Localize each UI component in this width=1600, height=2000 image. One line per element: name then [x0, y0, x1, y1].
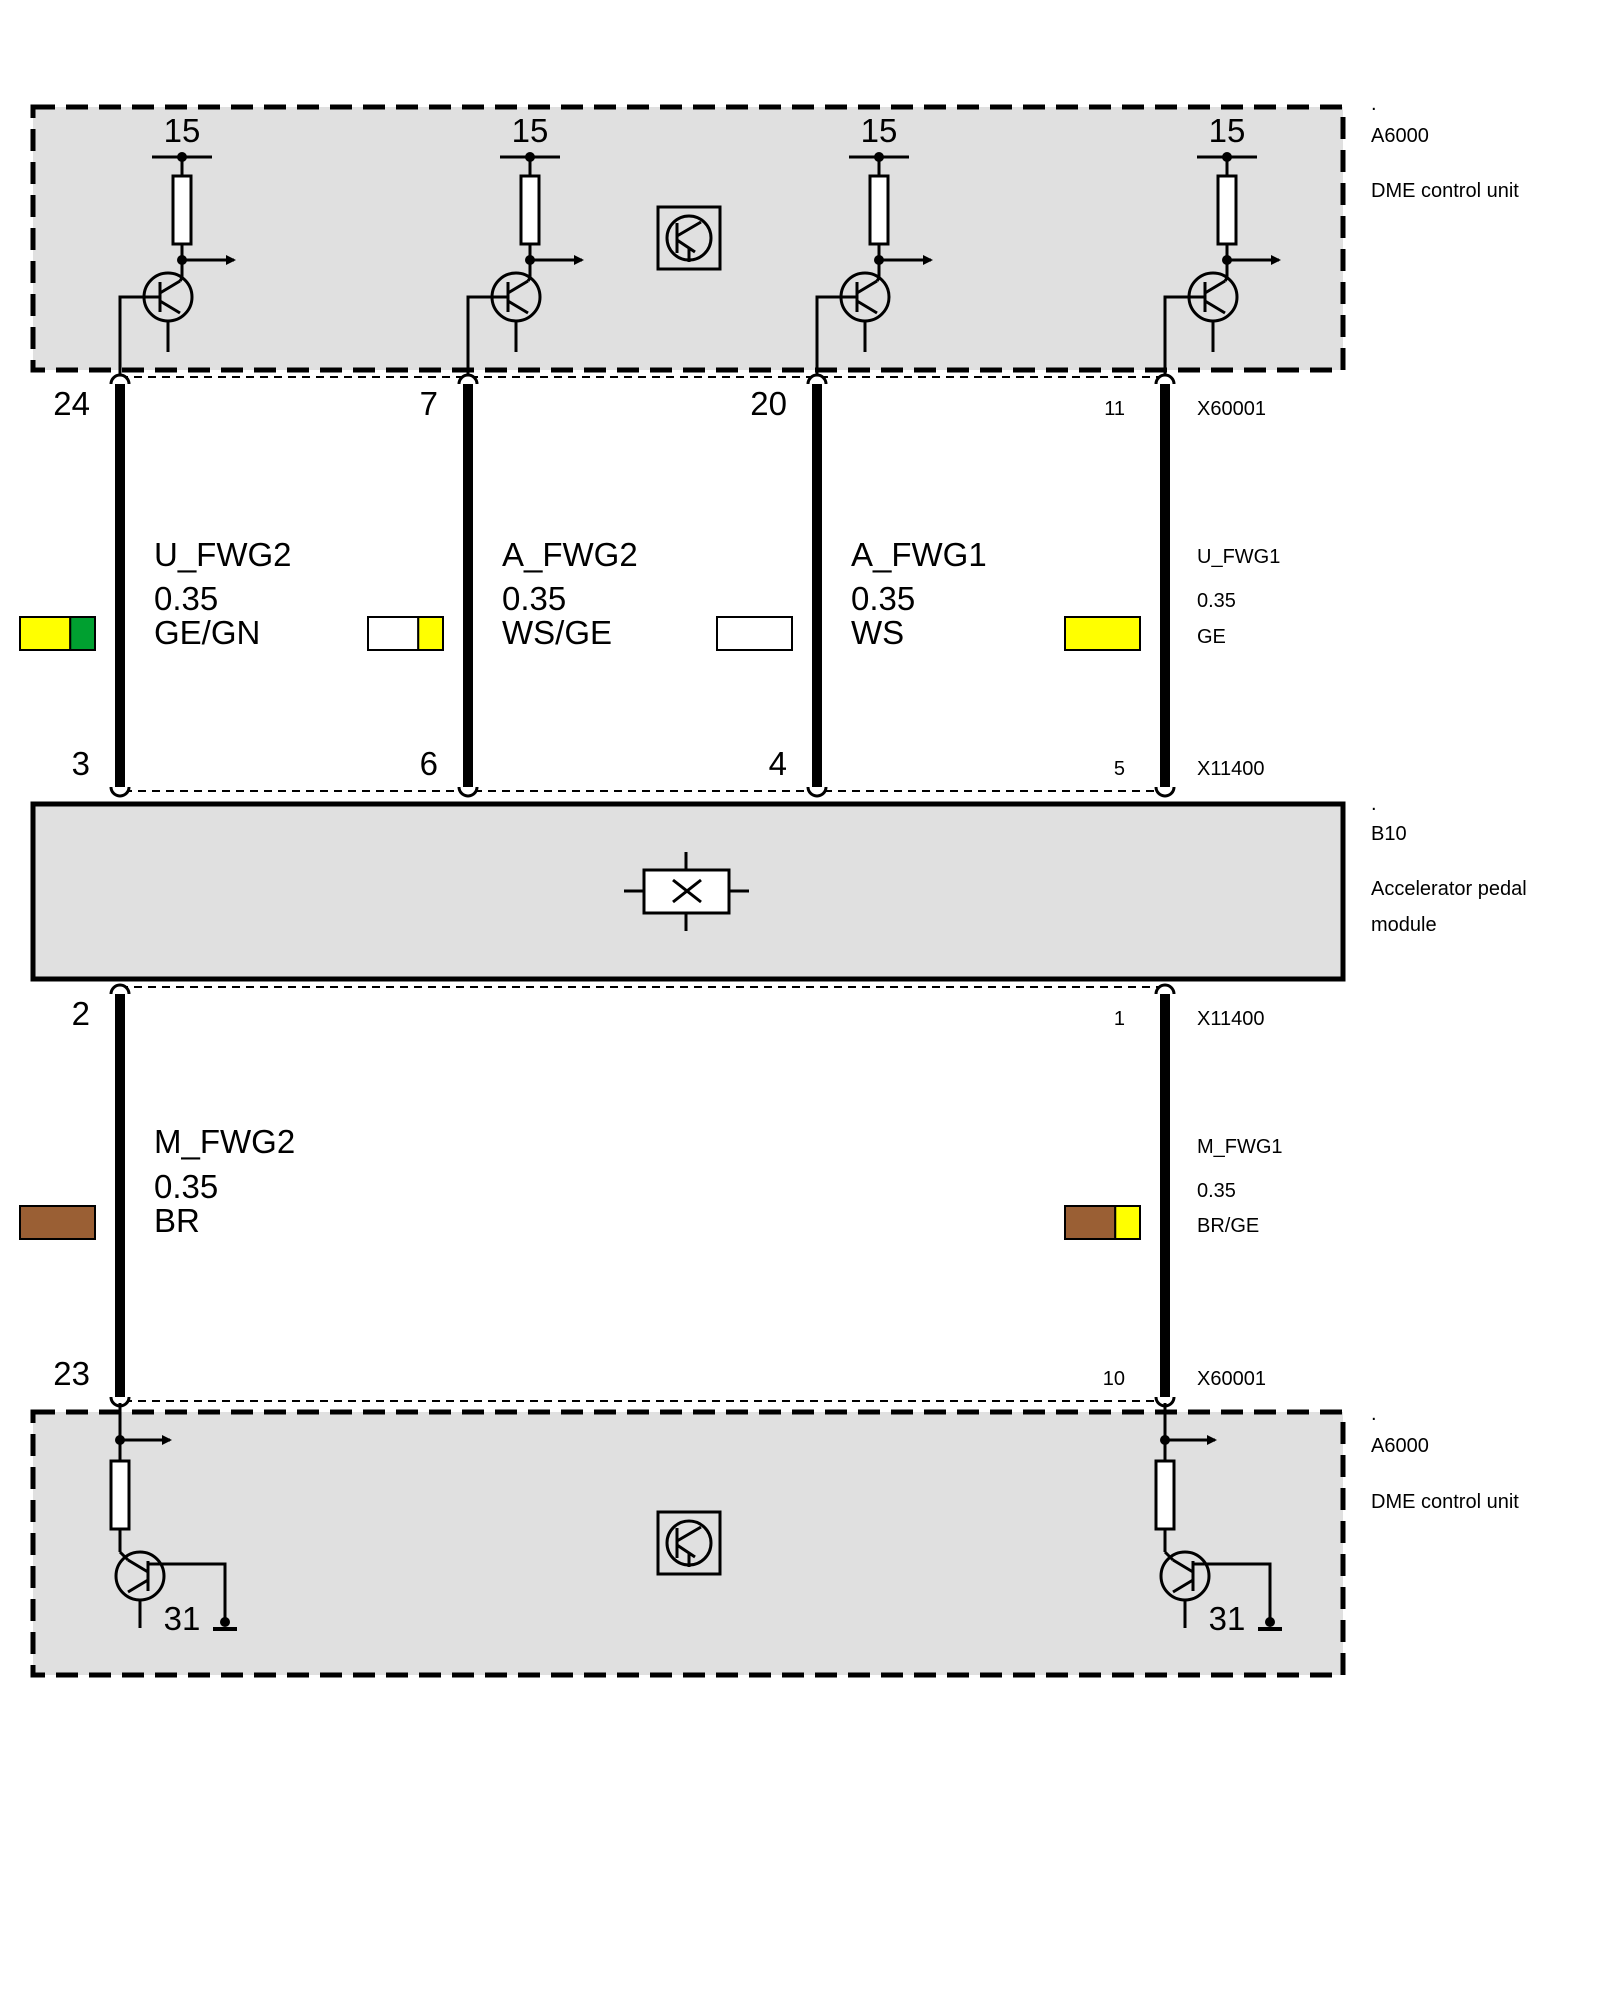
ecu-transistor-symbol-icon	[656, 205, 722, 271]
pedal-name-line2: module	[1371, 914, 1437, 936]
ecu-bottom-name: DME control unit	[1371, 1491, 1519, 1513]
ground-label-31: 31	[164, 1600, 201, 1637]
pedal-sensor-icon	[624, 852, 749, 931]
wire-gauge: 0.35	[851, 580, 915, 617]
pedal-connector-bottom: X11400	[1197, 1008, 1264, 1030]
ecu-bottom-pin: 23	[53, 1355, 90, 1392]
ecu-top-connector: X60001	[1197, 398, 1266, 420]
pedal-pin-top: 6	[420, 745, 438, 782]
pedal-connector-top: X11400	[1197, 758, 1264, 780]
wire-gauge: 0.35	[154, 580, 218, 617]
ecu-bottom-connector: X60001	[1197, 1368, 1266, 1390]
wire-gauge: 0.35	[154, 1168, 218, 1205]
ecu-top-housing	[30, 104, 1346, 373]
wire-signal: M_FWG2	[154, 1123, 295, 1160]
pedal-dot: .	[1371, 793, 1377, 815]
wire-color-swatch	[1064, 616, 1141, 651]
ecu-top-dot: .	[1371, 93, 1377, 115]
ecu-top-id: A6000	[1371, 125, 1429, 147]
wire-signal: M_FWG1	[1197, 1136, 1283, 1158]
wire-color-code: GE/GN	[154, 614, 260, 651]
top-driver-stage: 15	[118, 112, 236, 375]
supply-label-15: 15	[512, 112, 549, 149]
ecu-top-pin: 7	[420, 385, 438, 422]
lower-harness-frame	[119, 986, 1166, 1402]
pedal-pin-bottom: 2	[72, 995, 90, 1032]
pedal-pin-bottom: 1	[1114, 1008, 1125, 1030]
wire-color-swatch	[19, 1205, 96, 1240]
top-driver-stage: 15	[815, 112, 933, 375]
pedal-name-line1: Accelerator pedal	[1371, 878, 1527, 900]
wire-signal: U_FWG1	[1197, 546, 1280, 568]
ecu-bottom-transistor-symbol-icon	[656, 1510, 722, 1576]
upper-harness-frame	[119, 376, 1166, 792]
wire-gauge: 0.35	[1197, 590, 1236, 612]
pedal-pin-top: 5	[1114, 758, 1125, 780]
wire-gauge: 0.35	[1197, 1180, 1236, 1202]
ecu-bottom-dot: .	[1371, 1403, 1377, 1425]
top-driver-stage: 15	[1163, 112, 1281, 375]
supply-label-15: 15	[861, 112, 898, 149]
supply-label-15: 15	[164, 112, 201, 149]
pedal-pin-top: 3	[72, 745, 90, 782]
supply-label-15: 15	[1209, 112, 1246, 149]
wire-signal: A_FWG2	[502, 536, 638, 573]
top-driver-stage: 15	[466, 112, 584, 375]
wire-color-code: BR/GE	[1197, 1215, 1259, 1237]
ecu-bottom-id: A6000	[1371, 1435, 1429, 1457]
wire-signal: A_FWG1	[851, 536, 987, 573]
bottom-driver-stage: 31	[1154, 1403, 1282, 1637]
wire-color-swatch	[19, 616, 96, 651]
ecu-top-name: DME control unit	[1371, 180, 1519, 202]
wire-color-code: GE	[1197, 626, 1226, 648]
wire-gauge: 0.35	[502, 580, 566, 617]
bottom-driver-stage: 31	[109, 1403, 237, 1637]
wire-signal: U_FWG2	[154, 536, 292, 573]
ecu-top-pin: 11	[1104, 398, 1125, 420]
ground-label-31: 31	[1209, 1600, 1246, 1637]
wire-color-code: WS	[851, 614, 904, 651]
wire-color-swatch	[367, 616, 444, 651]
wire-color-code: BR	[154, 1202, 200, 1239]
pedal-id: B10	[1371, 823, 1407, 845]
wire-color-code: WS/GE	[502, 614, 612, 651]
pedal-pin-top: 4	[769, 745, 787, 782]
wire-color-swatch	[716, 616, 793, 651]
ecu-top-pin: 24	[53, 385, 90, 422]
ecu-top-pin: 20	[750, 385, 787, 422]
ecu-bottom-pin: 10	[1103, 1368, 1125, 1390]
wire-color-swatch	[1064, 1205, 1141, 1240]
ecu-bottom-housing	[30, 1409, 1346, 1678]
